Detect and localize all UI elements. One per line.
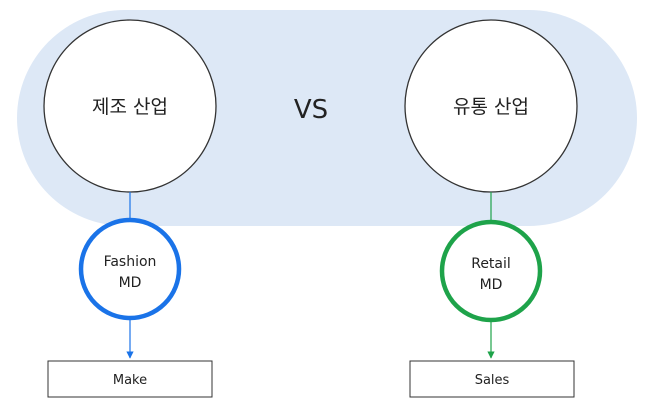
- make-box-label: Make: [113, 373, 147, 388]
- make-box: [47, 360, 213, 398]
- retail-md-label-line1: Retail: [471, 256, 511, 272]
- manufacturing-industry-label: 제조 산업: [92, 96, 168, 118]
- vs-label: VS: [294, 95, 328, 125]
- sales-box: [409, 360, 575, 398]
- retail-industry-label: 유통 산업: [453, 96, 529, 118]
- fashion-md-label-line1: Fashion: [104, 254, 157, 270]
- retail-md-circle: [439, 219, 543, 323]
- sales-box-label: Sales: [475, 373, 510, 388]
- retail-md-label-line2: MD: [480, 277, 503, 293]
- fashion-md-label-line2: MD: [119, 275, 142, 291]
- fashion-md-circle: [78, 217, 182, 321]
